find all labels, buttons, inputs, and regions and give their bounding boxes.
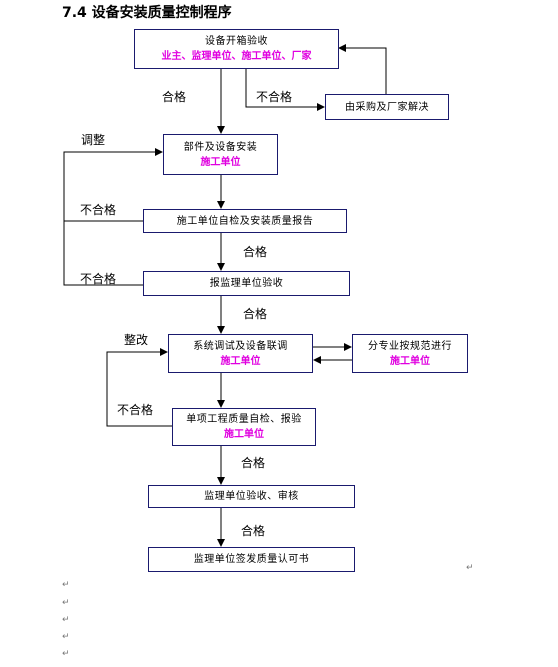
box-supervision-acceptance: 监理单位验收、审核 bbox=[148, 485, 355, 508]
box-report-supervision: 报监理单位验收 bbox=[143, 271, 350, 296]
report-supervision-label: 报监理单位验收 bbox=[209, 278, 284, 289]
paragraph-mark: ↵ bbox=[62, 598, 70, 608]
vendor-resolve-label: 由采购及厂家解决 bbox=[345, 101, 429, 113]
quality-certificate-label: 监理单位签发质量认可书 bbox=[193, 554, 310, 565]
component-install-label: 部件及设备安装 bbox=[183, 141, 258, 153]
arrow-fail-selfcheck-loop bbox=[63, 148, 163, 222]
label-fail-2: 不合格 bbox=[80, 203, 117, 217]
box-vendor-resolve: 由采购及厂家解决 bbox=[325, 94, 449, 120]
label-pass-3: 合格 bbox=[243, 307, 268, 321]
by-discipline-label: 分专业按规范进行 bbox=[368, 340, 452, 352]
paragraph-mark: ↵ bbox=[466, 563, 474, 573]
paragraph-mark: ↵ bbox=[62, 649, 70, 659]
label-pass-4: 合格 bbox=[241, 456, 266, 470]
label-adjust: 调整 bbox=[81, 133, 106, 147]
label-fail-4: 不合格 bbox=[117, 403, 154, 417]
self-check-report-label: 施工单位自检及安装质量报告 bbox=[176, 215, 314, 227]
paragraph-mark: ↵ bbox=[62, 615, 70, 625]
arrow-fail-report-loop bbox=[63, 221, 143, 286]
system-debug-label: 系统调试及设备联调 bbox=[193, 340, 288, 352]
component-install-party: 施工单位 bbox=[200, 156, 241, 168]
single-item-check-party: 施工单位 bbox=[224, 429, 264, 440]
label-fail-3: 不合格 bbox=[80, 272, 117, 286]
open-box-inspection-label: 设备开箱验收 bbox=[205, 36, 268, 47]
box-by-discipline: 分专业按规范进行 施工单位 bbox=[352, 334, 468, 373]
page-title: 7.4 设备安装质量控制程序 bbox=[62, 5, 232, 21]
supervision-acceptance-label: 监理单位验收、审核 bbox=[204, 491, 299, 502]
paragraph-mark: ↵ bbox=[62, 580, 70, 590]
box-component-install: 部件及设备安装 施工单位 bbox=[163, 134, 278, 175]
system-debug-party: 施工单位 bbox=[220, 355, 261, 367]
arrow-vendor-to-open bbox=[338, 44, 387, 94]
box-self-check-report: 施工单位自检及安装质量报告 bbox=[143, 209, 347, 233]
box-open-box-inspection: 设备开箱验收 业主、监理单位、施工单位、厂家 bbox=[134, 29, 339, 69]
paragraph-mark: ↵ bbox=[62, 632, 70, 642]
box-system-debug: 系统调试及设备联调 施工单位 bbox=[168, 334, 313, 373]
arrow-open-to-vendor bbox=[245, 69, 325, 111]
label-fail-1: 不合格 bbox=[256, 90, 293, 104]
label-rectify: 整改 bbox=[124, 333, 149, 347]
single-item-check-label: 单项工程质量自检、报验 bbox=[186, 414, 302, 425]
label-pass-2: 合格 bbox=[243, 245, 268, 259]
box-single-item-check: 单项工程质量自检、报验 施工单位 bbox=[172, 408, 316, 446]
label-pass-1: 合格 bbox=[162, 90, 187, 104]
box-quality-certificate: 监理单位签发质量认可书 bbox=[148, 547, 355, 572]
by-discipline-party: 施工单位 bbox=[390, 355, 430, 367]
open-box-inspection-parties: 业主、监理单位、施工单位、厂家 bbox=[161, 51, 312, 62]
label-pass-5: 合格 bbox=[241, 524, 266, 538]
arrow-fail-single-loop bbox=[106, 348, 172, 427]
